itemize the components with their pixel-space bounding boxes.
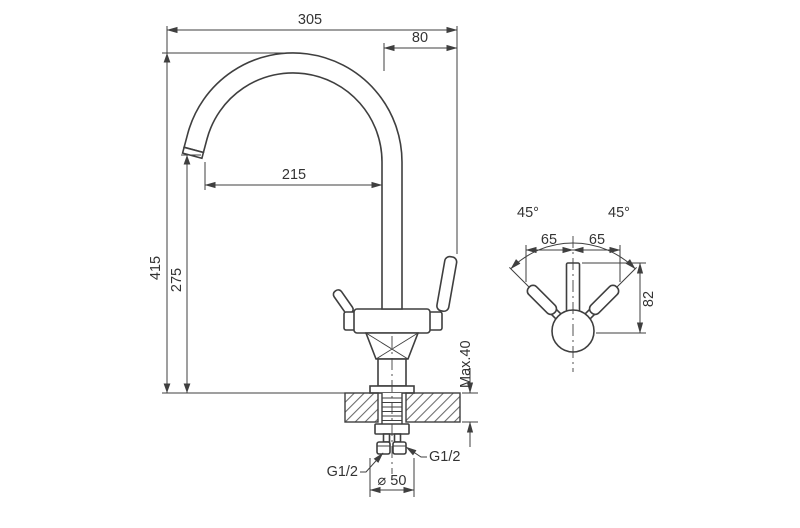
right-handle-lever — [436, 255, 458, 313]
supply-hoses — [376, 433, 407, 455]
right-handle — [436, 255, 458, 313]
dim-handle-span: 65 65 — [525, 232, 621, 282]
countertop-right — [405, 392, 461, 423]
countertop-left — [344, 392, 379, 423]
side-view: 305 80 215 415 275 — [148, 12, 478, 497]
hose-fitting-right — [392, 441, 407, 455]
hose-left — [382, 433, 391, 443]
spout-aerator — [181, 146, 205, 160]
dim-spout-height: 82 — [582, 262, 657, 334]
dim-spout-reach-label: 215 — [282, 167, 306, 183]
dim-outlet-height-label: 275 — [169, 268, 185, 292]
dim-hole-diameter: ⌀ 50 — [369, 458, 415, 497]
dim-overall-width-label: 305 — [298, 12, 322, 28]
thread-right-label: G1/2 — [429, 449, 460, 465]
hose-right — [393, 433, 402, 443]
spout-tube — [183, 52, 403, 310]
front-view: 65 65 45° 45° 82 — [509, 205, 657, 372]
dim-deck-thickness: Max.40 — [458, 340, 478, 447]
body-cone-facets — [365, 332, 419, 360]
dim-overall-width: 305 — [166, 12, 458, 34]
dim-total-height-label: 415 — [148, 256, 164, 280]
front-right-handle-lever — [588, 284, 620, 316]
dim-outlet-height: 275 — [169, 154, 201, 393]
dim-spout-offset-label: 80 — [412, 30, 428, 46]
hose-fitting-left — [376, 441, 391, 455]
front-left-handle-lever — [526, 284, 558, 316]
mixer-body — [353, 308, 431, 334]
dim-angle-right-label: 45° — [608, 205, 630, 221]
label-thread-left: G1/2 — [327, 452, 384, 480]
dim-total-height: 415 — [148, 26, 345, 394]
dim-spout-height-label: 82 — [641, 291, 657, 307]
label-thread-right: G1/2 — [405, 446, 460, 465]
dim-spout-offset: 80 — [383, 26, 458, 254]
dim-angle-left-label: 45° — [517, 205, 539, 221]
dim-deck-thickness-label: Max.40 — [458, 340, 474, 388]
dim-span-left-label: 65 — [541, 232, 557, 248]
dim-spout-reach: 215 — [204, 162, 383, 190]
dim-hole-diameter-label: ⌀ 50 — [378, 473, 407, 489]
thread-left-label: G1/2 — [327, 464, 358, 480]
dim-span-right-label: 65 — [589, 232, 605, 248]
